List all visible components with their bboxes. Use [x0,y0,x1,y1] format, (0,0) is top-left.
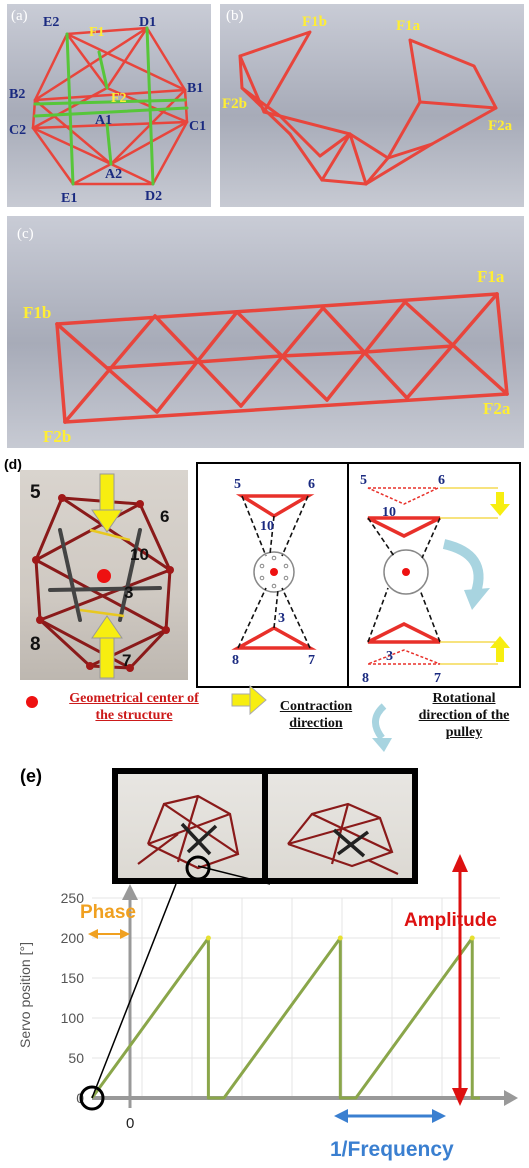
label-f2b: F2b [222,96,247,112]
label-f2a: F2a [488,118,513,134]
schem-r-n8: 8 [362,671,369,686]
schematic-right: 5 6 10 3 8 7 [360,473,510,686]
series-peak-point [205,935,211,941]
legend-center-dot [26,696,38,708]
robot-snapshot-2 [287,802,399,875]
y-tick-label: 50 [68,1050,84,1066]
series-peak-point [469,935,475,941]
schem-r-n6: 6 [438,473,445,488]
label-c-f1b: F1b [23,303,51,322]
legend-rotation-line3: pulley [445,725,483,740]
label-c-f2a: F2a [483,399,511,418]
x-axis-arrowhead [504,1090,518,1106]
panel-d-photo: 5 6 10 3 8 7 [20,470,188,680]
y-axis-arrowhead [122,884,138,900]
center-dot [97,569,111,583]
panel-a-letter: (a) [11,8,28,24]
panel-d-schematic: 5 6 10 3 8 7 [196,462,521,688]
label-c-f1a: F1a [477,267,505,286]
panel-a: (a) [7,4,211,207]
y-axis-label: Servo position [°] [17,942,33,1048]
schem-r-n10: 10 [382,505,396,520]
photo-n3: 3 [124,583,133,602]
schem-r-n3: 3 [386,649,393,664]
panel-b-letter: (b) [226,8,244,24]
label-b2: B2 [9,87,25,102]
servo-series-line [90,936,480,1100]
schem-l-n3: 3 [278,611,285,626]
y-tick-label: 250 [61,890,85,906]
panel-b: (b) F1b F1a F2b F2a [220,4,524,207]
chart-annotations: Phase Amplitude 1/Frequency 0 [79,854,497,1161]
highlight-circle-start [79,1085,105,1111]
schem-l-n5: 5 [234,477,241,492]
photo-n8: 8 [30,634,41,655]
photo-n10: 10 [130,545,149,564]
zero-label: 0 [126,1115,134,1132]
label-f1a: F1a [396,18,421,34]
legend-center: Geometrical center of the structure [44,690,224,724]
label-c-f2b: F2b [43,427,71,446]
schematic-left: 5 6 10 3 8 7 [231,477,317,668]
legend-center-line1: Geometrical center of [69,691,199,706]
schematic-drawing: 5 6 10 3 8 7 [231,464,510,686]
legend-rotation-line2: direction of the [418,708,510,723]
label-e1: E1 [61,191,77,206]
label-c1: C1 [189,119,206,134]
legend-contraction-line1: Contraction [279,699,353,714]
label-e2: E2 [43,15,59,30]
label-f1b: F1b [302,14,327,30]
amplitude-label: Amplitude [404,910,497,931]
schem-l-n7: 7 [308,653,315,668]
panel-c-structure: F1b F1a F2b F2a [23,267,511,446]
phase-label: Phase [80,902,136,923]
label-d2: D2 [145,189,162,204]
robot-photo-drawing: 5 6 10 3 8 7 [30,473,174,679]
schem-l-n8: 8 [232,653,239,668]
y-tick-label: 100 [61,1010,85,1026]
highlight-circle-peak [185,855,211,881]
right-contraction-arrow-top [490,492,510,516]
chart-axes [92,884,518,1108]
panel-d-letter: (d) [4,456,22,472]
label-c2: C2 [9,123,26,138]
legend-contraction-line2: direction [289,716,343,731]
series-peak-point [337,935,343,941]
label-a2: A2 [105,167,122,182]
panel-b-structure: F1b F1a F2b F2a [222,14,513,186]
label-f2: F2 [111,91,127,106]
photo-n7: 7 [122,651,131,670]
chart-series [90,935,480,1100]
pulley-rotation-arrow [442,539,484,594]
legend-rotation-line1: Rotational [432,691,496,706]
label-d1: D1 [139,15,156,30]
panel-e-photo-right [262,768,418,884]
legend-rotation: Rotational direction of the pulley [402,690,526,741]
y-tick-label: 150 [61,970,85,986]
right-contraction-arrow-bottom [490,636,510,662]
label-a1: A1 [95,113,112,128]
schem-r-n5: 5 [360,473,367,488]
panel-a-structure: E2 F1 D1 B2 F2 B1 C2 A1 C1 E1 A2 D2 [9,15,206,206]
robot-snapshot-1 [137,794,240,870]
contraction-arrow-bottom [91,615,123,679]
contraction-arrow-top [91,473,123,533]
panel-e-letter: (e) [20,766,42,786]
label-f1: F1 [89,25,105,40]
photo-n6: 6 [160,507,169,526]
panel-c-letter: (c) [17,226,34,242]
label-b1: B1 [187,81,203,96]
y-tick-label: 200 [61,930,85,946]
schem-l-n10: 10 [260,519,274,534]
legend-contraction: Contraction direction [266,698,366,732]
schem-l-n6: 6 [308,477,315,492]
panel-c: (c) F1b F1a F2b F2a [7,216,524,448]
legend-center-line2: the structure [95,708,173,723]
frequency-label: 1/Frequency [330,1138,454,1161]
photo-n5: 5 [30,482,41,503]
schem-r-n7: 7 [434,671,441,686]
